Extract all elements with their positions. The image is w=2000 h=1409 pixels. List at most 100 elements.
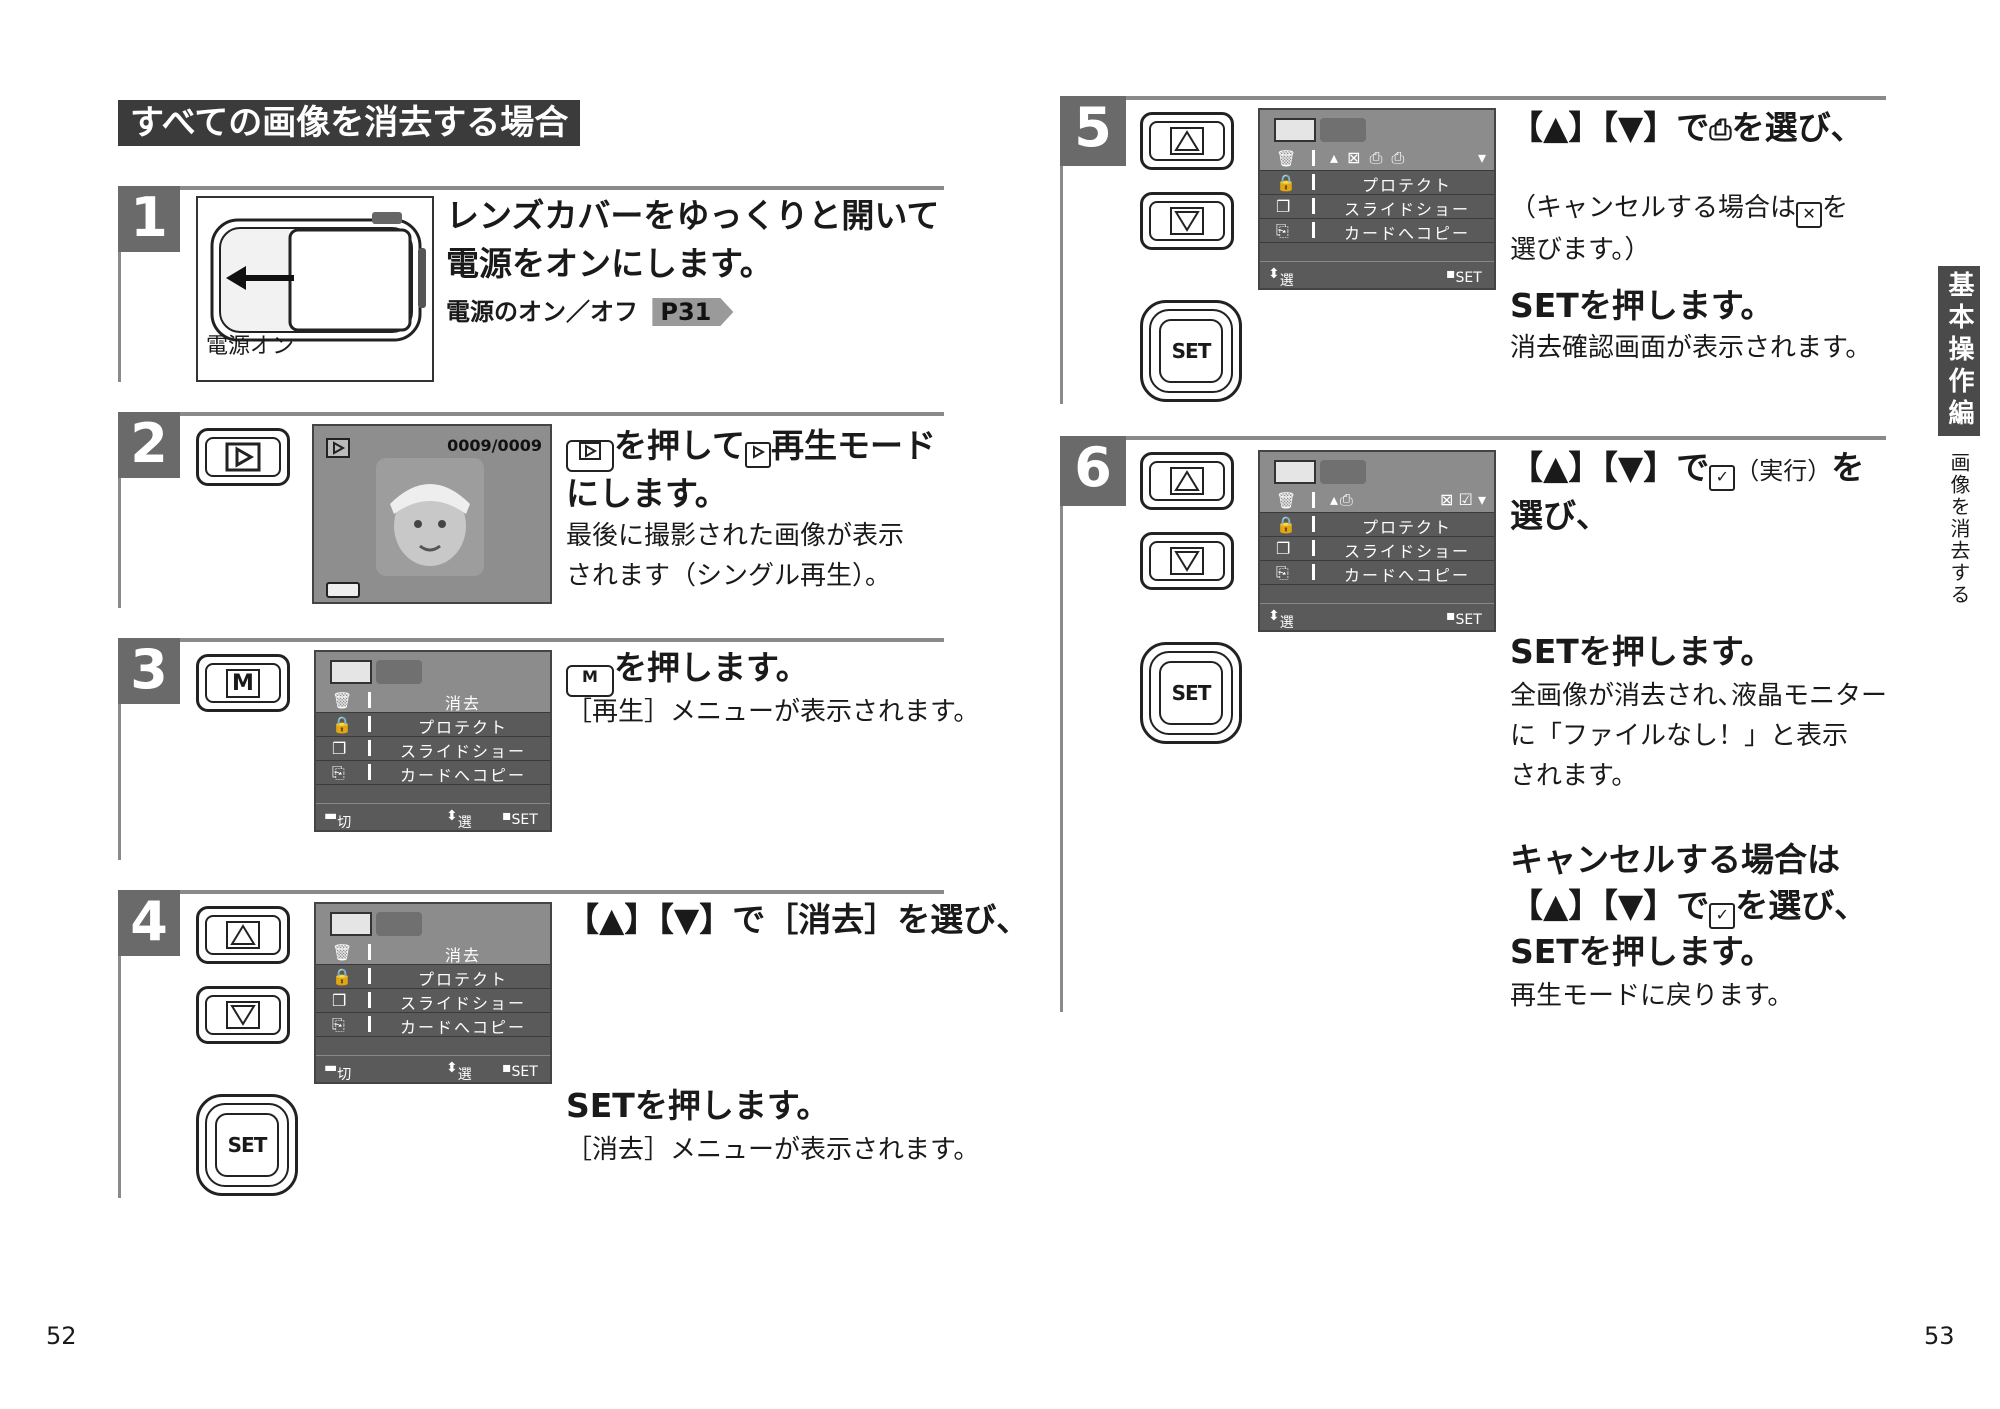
slideshow-icon: ❐ (1276, 539, 1291, 558)
menu-item-delete[interactable]: 🗑消去 (316, 940, 550, 965)
down-button[interactable] (1140, 192, 1234, 250)
settings-tab-icon[interactable] (376, 912, 422, 936)
menu-button[interactable]: M (196, 654, 290, 712)
step4-body: ［消去］メニューが表示されます。 (566, 1135, 980, 1165)
menu-item-protect[interactable]: 🔒プロテクト (1260, 512, 1494, 537)
step-number: 3 (118, 638, 180, 704)
menu-item-slideshow[interactable]: ❐スライドショー (1260, 536, 1494, 561)
settings-tab-icon[interactable] (1320, 460, 1366, 484)
page-number-left: 52 (46, 1322, 77, 1350)
play-tab-icon[interactable] (330, 912, 372, 936)
step5-body-line1: （キャンセルする場合は✕を (1510, 188, 1848, 228)
triangle-down-icon (226, 1001, 260, 1029)
play-tab-icon[interactable] (1274, 460, 1316, 484)
play-tab-icon[interactable] (1274, 118, 1316, 142)
step2-title-part2: 再生モード (771, 426, 937, 465)
down-button[interactable] (196, 986, 290, 1044)
delete-all-option-icon: ▴⎙ (1330, 490, 1355, 509)
battery-icon (326, 582, 360, 598)
menu-footer: ⬍選択 ▪ SET (1260, 261, 1494, 309)
step5-body-line2: 選びます。） (1510, 235, 1651, 265)
step6-cancel-line2: 【▲】【▼】で✓を選び、 (1510, 884, 1867, 929)
settings-tab-icon[interactable] (1320, 118, 1366, 142)
trash-icon: 🗑 (1276, 149, 1297, 168)
step2-title-line1: を押して再生モード (566, 424, 936, 472)
menu-footer: ▬ 切替え ⬍選択 ▪ SET (316, 1055, 550, 1123)
step-number: 2 (118, 412, 180, 478)
menu-item-copy-card[interactable]: ⎘カードへコピー (316, 1012, 550, 1037)
menu-footer: ⬍選択 ▪ SET (1260, 603, 1494, 651)
section-title: すべての画像を消去する場合 (118, 100, 580, 146)
menu-item-slideshow[interactable]: ❐スライドショー (316, 736, 550, 761)
settings-tab-icon[interactable] (376, 660, 422, 684)
image-counter: 0009/0009 (447, 436, 542, 455)
step6-body-line3: されます。 (1510, 761, 1638, 791)
down-button[interactable] (1140, 532, 1234, 590)
lcd-playback-screen: 0009/0009 (312, 424, 552, 604)
step6-cancel-line3: SETを押します。 (1510, 932, 1774, 971)
m-key-icon: M (226, 668, 260, 698)
set-button[interactable]: SET (196, 1094, 298, 1196)
menu-item-protect[interactable]: 🔒プロテクト (1260, 170, 1494, 195)
menu-item-protect[interactable]: 🔒プロテクト (316, 712, 550, 737)
power-on-label: 電源オン (206, 334, 295, 359)
lock-icon: 🔒 (332, 967, 352, 986)
menu-item-delete[interactable]: 🗑消去 (316, 688, 550, 713)
triangle-up-icon (226, 921, 260, 949)
menu-item-copy-card[interactable]: ⎘カードへコピー (1260, 560, 1494, 585)
triangle-up-icon (1170, 467, 1204, 495)
play-tab-icon[interactable] (330, 660, 372, 684)
menu-item-slideshow[interactable]: ❐スライドショー (1260, 194, 1494, 219)
step-number: 1 (118, 186, 180, 252)
step1-ref: 電源のオン／オフ P31 (446, 292, 734, 327)
baby-face-icon (390, 484, 470, 566)
step-number: 5 (1060, 96, 1126, 166)
chapter-subtitle: 画像を消去する (1947, 452, 1971, 606)
play-mode-icon (326, 438, 350, 458)
menu-item-slideshow[interactable]: ❐スライドショー (316, 988, 550, 1013)
menu-footer: ▬ 切替え ⬍選択 ▪ SET (316, 803, 550, 871)
delete-all-option-icon: ▴ ⊠ ⎙ ⎙ (1330, 148, 1407, 167)
up-button[interactable] (1140, 112, 1234, 170)
camera-lens-cover-icon (210, 212, 426, 342)
set-button[interactable]: SET (1140, 642, 1242, 744)
card-copy-icon: ⎘ (332, 1015, 345, 1034)
step4-title: 【▲】【▼】で［消去］を選び、 (566, 900, 1030, 939)
lock-icon: 🔒 (332, 715, 352, 734)
lock-icon: 🔒 (1276, 173, 1296, 192)
page-ref-number: P31 (660, 298, 712, 326)
m-key-icon: M (566, 665, 614, 697)
baby-photo (376, 458, 484, 576)
up-button[interactable] (1140, 452, 1234, 510)
step2-body-line1: 最後に撮影された画像が表示 (566, 521, 905, 551)
play-mode-icon (745, 442, 772, 468)
footer-set: ▪ SET (502, 808, 538, 828)
triangle-down-icon (1170, 547, 1204, 575)
step6-cancel-line1: キャンセルする場合は (1510, 840, 1840, 879)
page-number-right: 53 (1924, 1322, 1955, 1350)
card-copy-icon: ⎘ (1276, 563, 1289, 582)
playback-button[interactable] (196, 428, 290, 486)
menu-item-copy-card[interactable]: ⎘カードへコピー (316, 760, 550, 785)
step6-title2: SETを押します。 (1510, 632, 1774, 671)
confirm-options-row[interactable]: 🗑▴⎙⊠ ☑ ▾ (1260, 488, 1494, 513)
menu-item-copy-card[interactable]: ⎘カードへコピー (1260, 218, 1494, 243)
menu-item-protect[interactable]: 🔒プロテクト (316, 964, 550, 989)
slideshow-icon: ❐ (332, 739, 347, 758)
up-button[interactable] (196, 906, 290, 964)
play-icon (225, 442, 261, 472)
lock-icon: 🔒 (1276, 515, 1296, 534)
delete-options-row[interactable]: 🗑▴ ⊠ ⎙ ⎙▾ (1260, 146, 1494, 171)
delete-select-menu-screen: 🗑消去 🔒プロテクト ❐スライドショー ⎘カードへコピー ▬ 切替え ⬍選択 ▪… (314, 902, 552, 1123)
page-ref-badge[interactable]: P31 (652, 298, 734, 326)
menu-tabs (316, 652, 550, 688)
checkbox-execute-icon: ✓ (1709, 465, 1736, 491)
step-number: 6 (1060, 436, 1126, 506)
cancel-x-icon: ✕ (1796, 202, 1823, 228)
camera-illustration: 電源オン (196, 196, 434, 382)
step6-body-line1: 全画像が消去され､液晶モニター (1510, 681, 1888, 711)
card-copy-icon: ⎘ (1276, 221, 1289, 240)
ref-text: 電源のオン／オフ (446, 298, 638, 326)
set-button[interactable]: SET (1140, 300, 1242, 402)
